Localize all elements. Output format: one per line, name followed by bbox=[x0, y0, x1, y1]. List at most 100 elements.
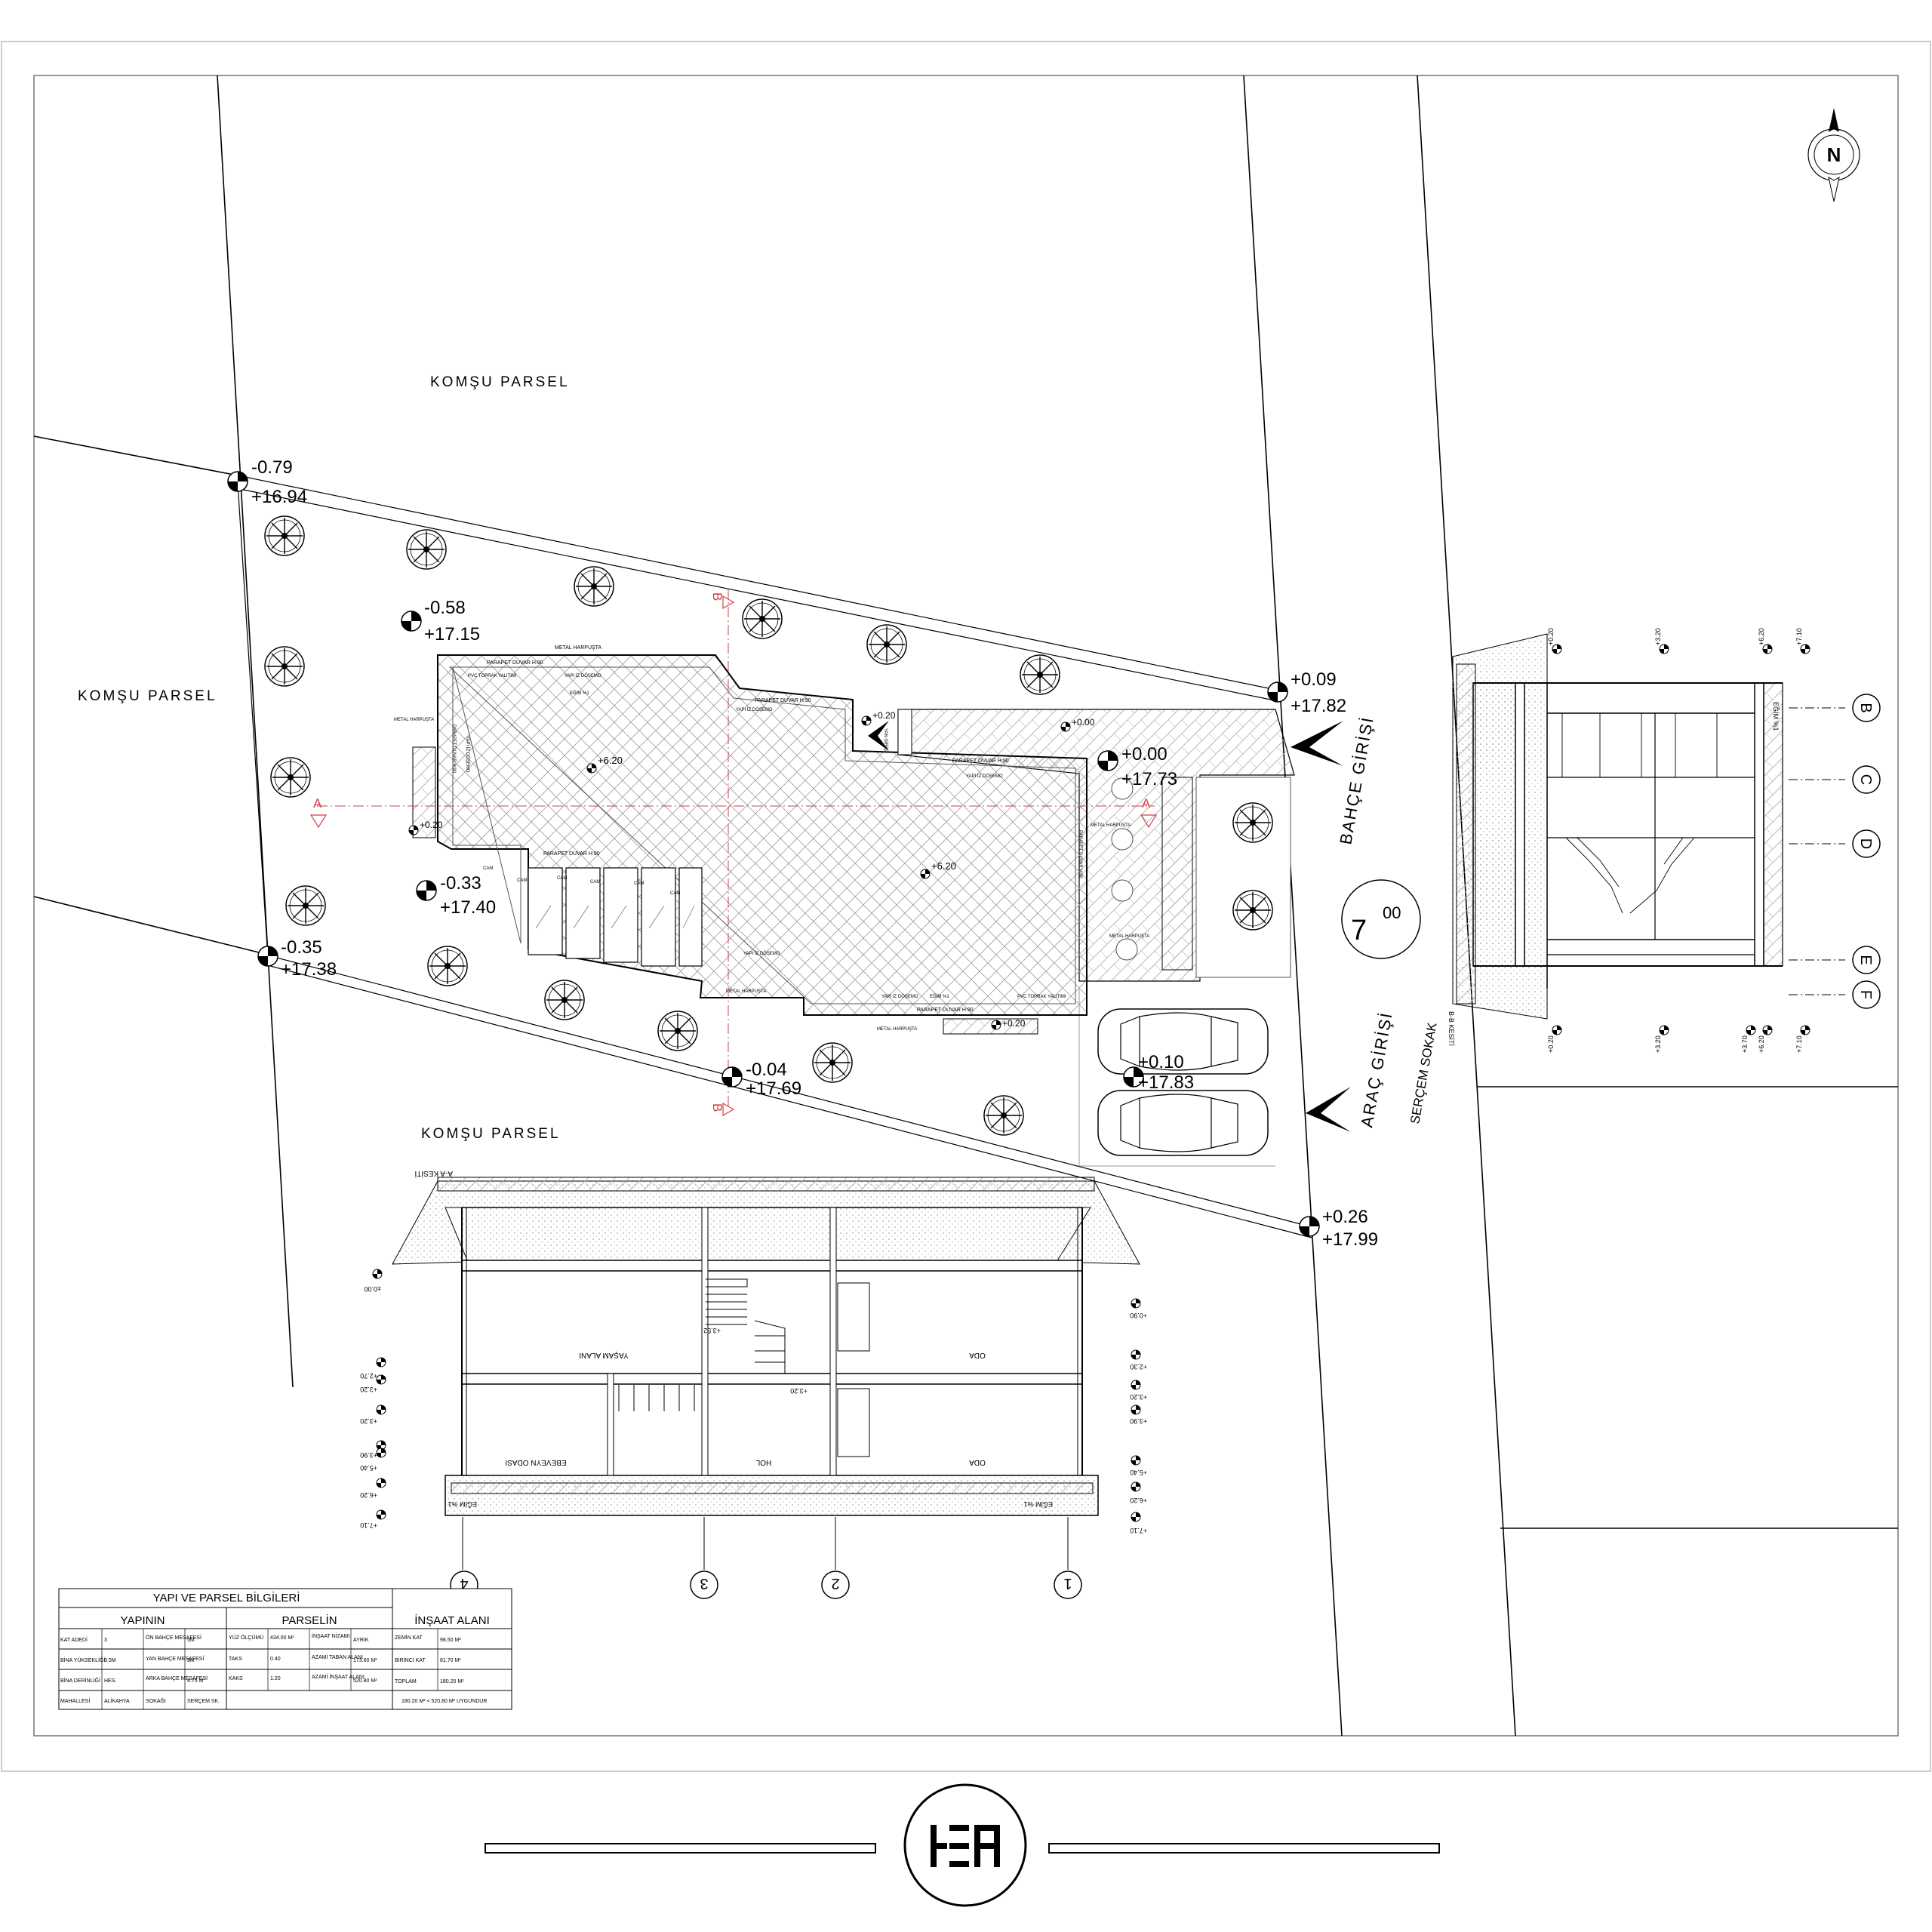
note-yapi-iz-6: YAPI İZ DÖŞEMO bbox=[465, 736, 470, 773]
road-width-sup: 00 bbox=[1383, 903, 1401, 922]
street-name-label: SERÇEM SOKAK bbox=[1407, 1021, 1439, 1125]
north-label: N bbox=[1827, 143, 1841, 166]
elev-3-abs: +17.82 bbox=[1291, 696, 1346, 716]
axis-d: D bbox=[1857, 838, 1874, 849]
note-metal-harpusta-6: METAL HARPUŞTA bbox=[877, 1027, 917, 1032]
info-table-header-parcel: PARSELİN bbox=[281, 1614, 337, 1627]
roof-level-4: +0.20 bbox=[420, 820, 443, 830]
cell-0-7: AYRIK bbox=[353, 1638, 369, 1643]
cell-1-8: BİRİNCİ KAT bbox=[395, 1657, 426, 1663]
section-a-label-right: A bbox=[1142, 796, 1151, 811]
north-arrow-icon: N bbox=[1807, 108, 1860, 202]
footer-logo bbox=[485, 1783, 1440, 1907]
aa-right-level-2: +2.30 bbox=[1130, 1363, 1147, 1371]
cell-2-7: 520.80 M² bbox=[353, 1678, 377, 1684]
elev-8-rel: +0.10 bbox=[1138, 1052, 1184, 1072]
cell-2-3: 4.75 M bbox=[187, 1678, 204, 1684]
cell-1-5: 0.40 bbox=[270, 1657, 281, 1662]
aa-left-level-1: ±0.00 bbox=[365, 1285, 381, 1293]
cell-2-2: ARKA BAHÇE MESAFESİ bbox=[146, 1675, 208, 1681]
note-pvc-2: PVC TOPRAK YALITIMI bbox=[1017, 995, 1066, 999]
elev-2-rel: -0.58 bbox=[424, 598, 466, 618]
cell-2-0: BİNA DERİNLİĞİ bbox=[60, 1677, 100, 1684]
elev-6-abs: +17.38 bbox=[281, 959, 337, 980]
roof-plan bbox=[412, 654, 1088, 1035]
cell-0-3: 5M bbox=[187, 1638, 195, 1643]
elev-7-rel: -0.04 bbox=[746, 1060, 787, 1080]
drawing-border bbox=[33, 75, 1899, 1737]
neighbor-parcel-label-top: KOMŞU PARSEL bbox=[430, 374, 570, 390]
elev-4-abs: +17.73 bbox=[1121, 769, 1177, 789]
cell-3-1: ALİKAHYA bbox=[104, 1697, 130, 1704]
note-egim-1: EĞİM %1 bbox=[570, 691, 589, 696]
cell-2-5: 1.20 bbox=[270, 1676, 281, 1681]
elev-9-rel: +0.26 bbox=[1322, 1207, 1368, 1227]
note-yapi-iz-5: YAPI İZ DÖŞEMO bbox=[881, 994, 918, 999]
note-yapi-iz-2: YAPI İZ DÖŞEMO bbox=[736, 707, 773, 712]
cell-1-1: 9.5M bbox=[104, 1658, 116, 1663]
section-aa-room-hol: HOL bbox=[755, 1458, 771, 1466]
axis-e: E bbox=[1857, 955, 1874, 964]
aa-right-level-3: +3.20 bbox=[1130, 1393, 1147, 1401]
bb-bottom-level-4: +6.20 bbox=[1758, 1035, 1765, 1053]
note-cam-2: CAM bbox=[517, 878, 527, 883]
cell-3-3: SERÇEM SK. bbox=[187, 1699, 220, 1704]
section-aa-levels-right: +0.90 +2.30 +3.20 +3.90 +5.40 +6.20 +7.1… bbox=[1130, 1298, 1147, 1534]
elev-5-rel: -0.33 bbox=[440, 873, 481, 894]
section-aa-room-oda-2: ODA bbox=[969, 1458, 986, 1466]
cell-0-9: 98.50 M² bbox=[440, 1638, 461, 1643]
bb-top-level-4: +7.10 bbox=[1795, 628, 1803, 645]
elev-4-rel: +0.00 bbox=[1121, 744, 1168, 764]
note-egim-2: EĞİM %1 bbox=[930, 994, 949, 999]
elevation-points: -0.79 +16.94 -0.58 +17.15 +0.09 +17.82 +… bbox=[227, 457, 1378, 1250]
info-table: YAPI VE PARSEL BİLGİLERİ YAPININ PARSELİ… bbox=[58, 1588, 512, 1710]
cell-0-1: 3 bbox=[104, 1638, 107, 1643]
cell-1-9: 81.70 M² bbox=[440, 1658, 461, 1663]
cell-1-0: BİNA YÜKSEKLİĞİ bbox=[60, 1657, 105, 1663]
road-width-marker: 7 00 bbox=[1341, 879, 1421, 959]
aa-right-level-1: +0.90 bbox=[1130, 1312, 1147, 1319]
cell-3-2: SOKAĞI bbox=[146, 1697, 166, 1704]
aa-left-level-2: +2.70 bbox=[360, 1372, 377, 1380]
elev-8-abs: +17.83 bbox=[1138, 1072, 1194, 1093]
roof-notes: METAL HARPUŞTA PARAPET DUVAR H:90 PVC TO… bbox=[394, 645, 1149, 1032]
section-aa-slope-right: EĞİM %1 bbox=[1023, 1500, 1053, 1508]
info-table-title: YAPI VE PARSEL BİLGİLERİ bbox=[153, 1591, 300, 1604]
elev-1-abs: +16.94 bbox=[251, 487, 307, 507]
neighbor-parcel-label-bottom: KOMŞU PARSEL bbox=[421, 1126, 561, 1142]
note-metal-harpusta-1: METAL HARPUŞTA bbox=[555, 645, 601, 651]
sheet-frame bbox=[1, 41, 1931, 1772]
note-cam-3: CAM bbox=[557, 876, 567, 881]
note-parapet-5: PARAPET DUVAR H:90 bbox=[917, 1008, 974, 1013]
note-parapet-6: PARAPET DUVAR H:90 bbox=[451, 724, 456, 774]
note-cam-1: CAM bbox=[483, 866, 493, 871]
cell-0-5: 434.00 M² bbox=[270, 1635, 294, 1641]
bb-bottom-level-5: +7.10 bbox=[1795, 1035, 1803, 1053]
info-table-header-building: YAPININ bbox=[121, 1614, 165, 1627]
section-aa-room-yasam: YAŞAM ALANI bbox=[579, 1351, 628, 1359]
note-parapet-4: PARAPET DUVAR H:90 bbox=[543, 851, 600, 857]
bb-top-level-3: +6.20 bbox=[1758, 628, 1765, 645]
elev-2-abs: +17.15 bbox=[424, 624, 480, 645]
section-aa-title: A-A KESİTİ bbox=[414, 1169, 453, 1179]
note-yapi-iz-3: YAPI İZ DÖŞEMO bbox=[966, 774, 1003, 779]
cell-2-1: HES. bbox=[104, 1678, 116, 1684]
cell-0-4: YÜZ ÖLÇÜMÜ bbox=[229, 1635, 263, 1641]
note-cam-6: CAM bbox=[670, 891, 680, 896]
bb-bottom-level-2: +3.20 bbox=[1654, 1035, 1662, 1053]
note-cam-4: CAM bbox=[590, 880, 600, 884]
section-aa-stair-level-2: +3.20 bbox=[790, 1387, 808, 1395]
cell-1-7: 173.60 M² bbox=[353, 1658, 377, 1663]
elev-5-abs: +17.40 bbox=[440, 897, 496, 918]
bb-bottom-level-3: +3.70 bbox=[1741, 1035, 1749, 1053]
section-a-label-left: A bbox=[313, 796, 322, 811]
elev-6-rel: -0.35 bbox=[281, 937, 322, 958]
roof-level-2: +6.20 bbox=[931, 860, 956, 872]
elev-1-rel: -0.79 bbox=[251, 457, 293, 478]
elev-3-rel: +0.09 bbox=[1291, 669, 1337, 690]
note-parapet-1: PARAPET DUVAR H:90 bbox=[487, 660, 543, 666]
note-metal-harpusta-2: METAL HARPUŞTA bbox=[394, 718, 434, 722]
section-b-label-top: B bbox=[710, 592, 724, 601]
aa-left-level-3: +3.20 bbox=[360, 1386, 377, 1393]
